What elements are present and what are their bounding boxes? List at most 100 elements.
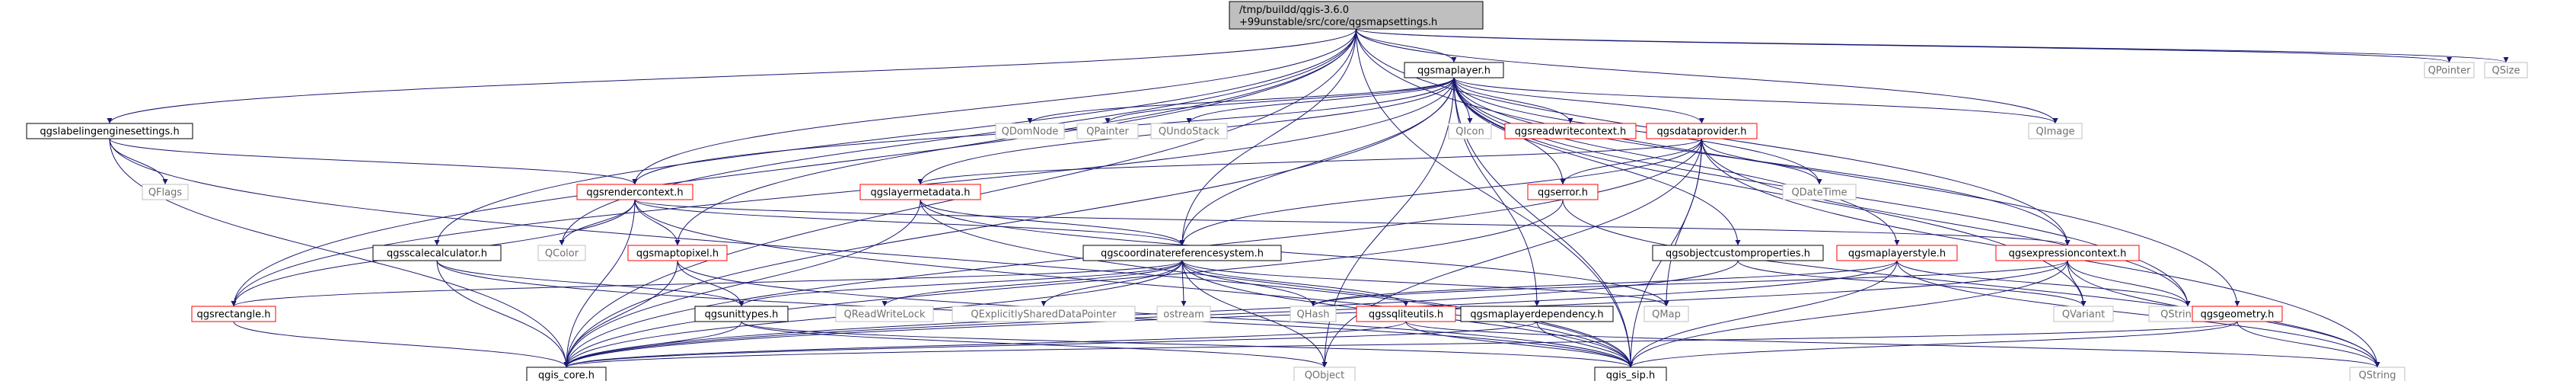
edge-qgslayermetadata-to-qgis_core (563, 199, 921, 368)
node-qicon[interactable]: QIcon (1448, 123, 1492, 139)
node-qexplicitlyshareddatapointer[interactable]: QExplicitlySharedDataPointer (952, 306, 1136, 322)
node-qgis_core[interactable]: qgis_core.h (526, 367, 607, 381)
node-box-qgsscalecalculator[interactable] (372, 245, 502, 261)
node-label-qdomnode: QDomNode (1002, 126, 1059, 138)
edge-qgsmaplayer-to-qundostack (1186, 77, 1455, 124)
node-box-qgsmaplayerdependency[interactable] (1460, 306, 1614, 322)
node-box-qgsreadwritecontext[interactable] (1504, 123, 1637, 139)
edge-root-to-qpointer (1356, 28, 2452, 63)
node-label-qgsdataprovider: qgsdataprovider.h (1657, 126, 1747, 138)
node-box-qgscoordinatereferencesystem[interactable] (1082, 245, 1282, 261)
node-box-qvariant[interactable] (2053, 306, 2114, 322)
node-box-qgsrendercontext[interactable] (576, 184, 693, 200)
edge-root-to-qimage (1356, 28, 2058, 124)
node-qpointer[interactable]: QPointer (2424, 62, 2475, 78)
node-qgsmaplayerstyle[interactable]: qgsmaplayerstyle.h (1836, 245, 1958, 261)
node-qhash[interactable]: QHash (1290, 306, 1337, 322)
node-qgserror[interactable]: qgserror.h (1527, 184, 1599, 200)
node-qgsgeometry[interactable]: qgsgeometry.h (2192, 306, 2283, 322)
node-box-qhash[interactable] (1290, 306, 1337, 322)
node-qstring[interactable]: QString (2349, 367, 2405, 381)
node-qgsmaplayer[interactable]: qgsmaplayer.h (1404, 62, 1504, 78)
node-qgsexpressioncontext[interactable]: qgsexpressioncontext.h (1995, 245, 2140, 261)
node-qgsreadwritecontext[interactable]: qgsreadwritecontext.h (1504, 123, 1637, 139)
node-qgscoordinatereferencesystem[interactable]: qgscoordinatereferencesystem.h (1082, 245, 1282, 261)
node-qgsobjectcustomproperties[interactable]: qgsobjectcustomproperties.h (1652, 245, 1824, 261)
node-box-qdatetime[interactable] (1782, 184, 1857, 200)
node-box-qgserror[interactable] (1527, 184, 1599, 200)
node-label-qgslayermetadata: qgslayermetadata.h (870, 187, 970, 199)
node-label-qdatetime: QDateTime (1791, 187, 1847, 199)
node-box-qgsobjectcustomproperties[interactable] (1652, 245, 1824, 261)
node-qgslayermetadata[interactable]: qgslayermetadata.h (859, 184, 981, 200)
node-box-qstring[interactable] (2349, 367, 2405, 381)
node-ostream[interactable]: ostream (1156, 306, 1211, 322)
node-qgssqliteutils[interactable]: qgssqliteutils.h (1356, 306, 1456, 322)
node-box-qpointer[interactable] (2424, 62, 2475, 78)
node-box-qreadwritelock[interactable] (835, 306, 934, 322)
node-box-qdomnode[interactable] (995, 123, 1065, 139)
edge-qgsrendercontext-to-qcolor (559, 199, 636, 246)
node-qflags[interactable]: QFlags (142, 184, 189, 200)
node-box-qgssqliteutils[interactable] (1356, 306, 1456, 322)
node-qgsrectangle[interactable]: qgsrectangle.h (191, 306, 276, 322)
node-qimage[interactable]: QImage (2028, 123, 2083, 139)
node-label-qvariant: QVariant (2062, 309, 2105, 321)
node-label-qreadwritelock: QReadWriteLock (844, 309, 926, 321)
node-box-qcolor[interactable] (537, 245, 586, 261)
node-qgslabelingenginesettings[interactable]: qgslabelingenginesettings.h (26, 123, 193, 139)
node-qgsmaplayerdependency[interactable]: qgsmaplayerdependency.h (1460, 306, 1614, 322)
node-qpainter[interactable]: QPainter (1076, 123, 1139, 139)
node-qundostack[interactable]: QUndoStack (1150, 123, 1228, 139)
node-qgsrendercontext[interactable]: qgsrendercontext.h (576, 184, 693, 200)
node-box-qflags[interactable] (142, 184, 189, 200)
edge-qgsmaplayerstyle-to-qstringlist (1896, 260, 2191, 307)
node-box-qgsmaptopixel[interactable] (627, 245, 728, 261)
node-label-qflags: QFlags (148, 187, 183, 199)
node-box-qpainter[interactable] (1076, 123, 1139, 139)
node-qgis_sip[interactable]: qgis_sip.h (1594, 367, 1667, 381)
node-qgsunittypes[interactable]: qgsunittypes.h (694, 306, 789, 322)
node-box-qgsrectangle[interactable] (191, 306, 276, 322)
edge-root-to-qgslabelingenginesettings (107, 28, 1357, 124)
node-box-qgis_sip[interactable] (1594, 367, 1667, 381)
node-qgsdataprovider[interactable]: qgsdataprovider.h (1646, 123, 1758, 139)
node-qmap[interactable]: QMap (1643, 306, 1689, 322)
edge-qgsmaplayerstyle-to-qhash (1310, 260, 1898, 307)
node-qdatetime[interactable]: QDateTime (1782, 184, 1857, 200)
node-qobject[interactable]: QObject (1293, 367, 1356, 381)
node-box-qmap[interactable] (1643, 306, 1689, 322)
node-box-qicon[interactable] (1448, 123, 1492, 139)
node-box-qgslayermetadata[interactable] (859, 184, 981, 200)
node-box-qgsunittypes[interactable] (694, 306, 789, 322)
node-box-qgsgeometry[interactable] (2192, 306, 2283, 322)
node-box-qundostack[interactable] (1150, 123, 1228, 139)
node-box-qobject[interactable] (1293, 367, 1356, 381)
node-qdomnode[interactable]: QDomNode (995, 123, 1065, 139)
node-qcolor[interactable]: QColor (537, 245, 586, 261)
node-label-qgsmaplayerstyle: qgsmaplayerstyle.h (1848, 248, 1946, 260)
node-box-qgsexpressioncontext[interactable] (1995, 245, 2140, 261)
node-qgsmaptopixel[interactable]: qgsmaptopixel.h (627, 245, 728, 261)
node-box-qgis_core[interactable] (526, 367, 607, 381)
node-box-qgsmaplayerstyle[interactable] (1836, 245, 1958, 261)
node-qvariant[interactable]: QVariant (2053, 306, 2114, 322)
node-box-qsize[interactable] (2484, 62, 2528, 78)
node-qsize[interactable]: QSize (2484, 62, 2528, 78)
node-box-qgslabelingenginesettings[interactable] (26, 123, 193, 139)
node-box-qgsdataprovider[interactable] (1646, 123, 1758, 139)
edge-qgsmaplayer-to-qgis_core (563, 77, 1455, 368)
node-label-qgsrectangle: qgsrectangle.h (196, 309, 270, 321)
node-qgsscalecalculator[interactable]: qgsscalecalculator.h (372, 245, 502, 261)
node-label-qgsobjectcustomproperties: qgsobjectcustomproperties.h (1666, 248, 1810, 260)
edge-qgsdataprovider-to-qgserror (1560, 138, 1702, 185)
node-qreadwritelock[interactable]: QReadWriteLock (835, 306, 934, 322)
edge-qgsgeometry-to-qgis_core (564, 321, 2238, 368)
node-box-qexplicitlyshareddatapointer[interactable] (952, 306, 1136, 322)
edge-qgsmaplayerdependency-to-qgis_sip (1536, 321, 1634, 368)
edge-qgssqliteutils-to-qstring (1405, 321, 2380, 368)
node-box-qimage[interactable] (2028, 123, 2083, 139)
node-box-ostream[interactable] (1156, 306, 1211, 322)
node-box-qgsmaplayer[interactable] (1404, 62, 1504, 78)
node-label-qexplicitlyshareddatapointer: QExplicitlySharedDataPointer (971, 309, 1117, 321)
